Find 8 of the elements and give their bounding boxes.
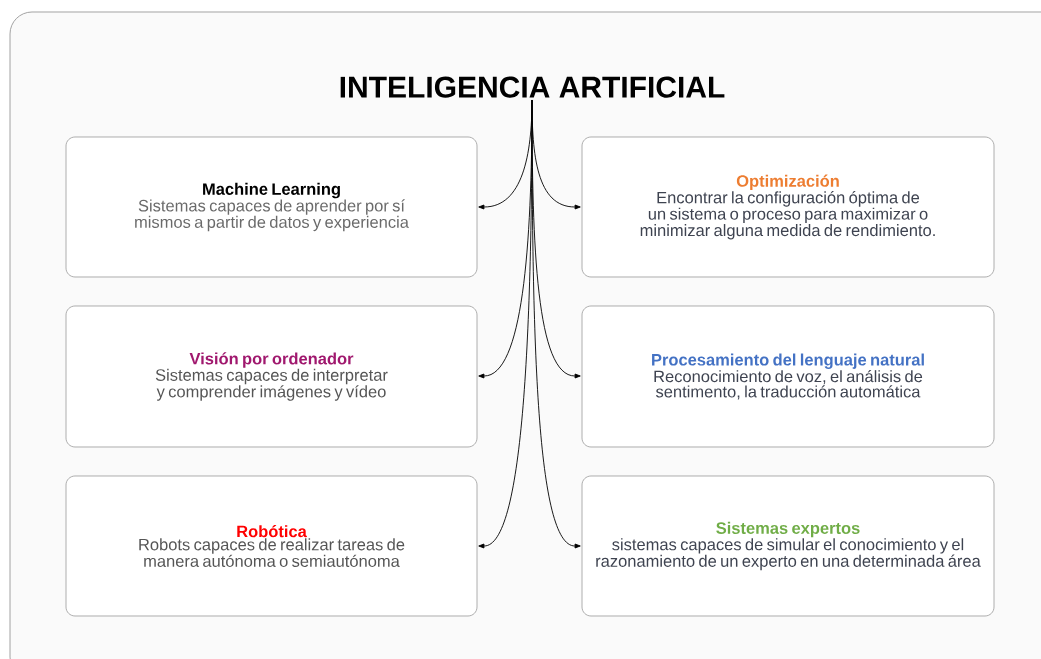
text-box: Visión por ordenador Sistemas capaces de interpretar y comprender imágenes y vídeo: [65, 305, 478, 448]
title: INTELIGENCIA ARTIFICIAL: [340, 76, 725, 98]
arrow: [531, 99, 581, 549]
text-box: Optimización Encontrar la configuración óptima de un sistema o proceso para maximizar o minimizar alguna medida de rendimiento.: [581, 136, 995, 278]
text-box: Robótica Robots capaces de realizar tareas de manera autónoma o semiautónoma: [65, 475, 478, 617]
text-box: Sistemas expertos sistemas capaces de simular el conocimiento y el razonamiento de un experto en una determinada área: [581, 475, 995, 617]
text-box: Procesamiento del lenguaje natural Reconocimiento de voz, el análisis de sentimento, la traducción automática: [581, 305, 995, 448]
text-box: Machine Learning Sistemas capaces de aprender por sí mismos a partir de datos y experiencia: [65, 136, 478, 278]
